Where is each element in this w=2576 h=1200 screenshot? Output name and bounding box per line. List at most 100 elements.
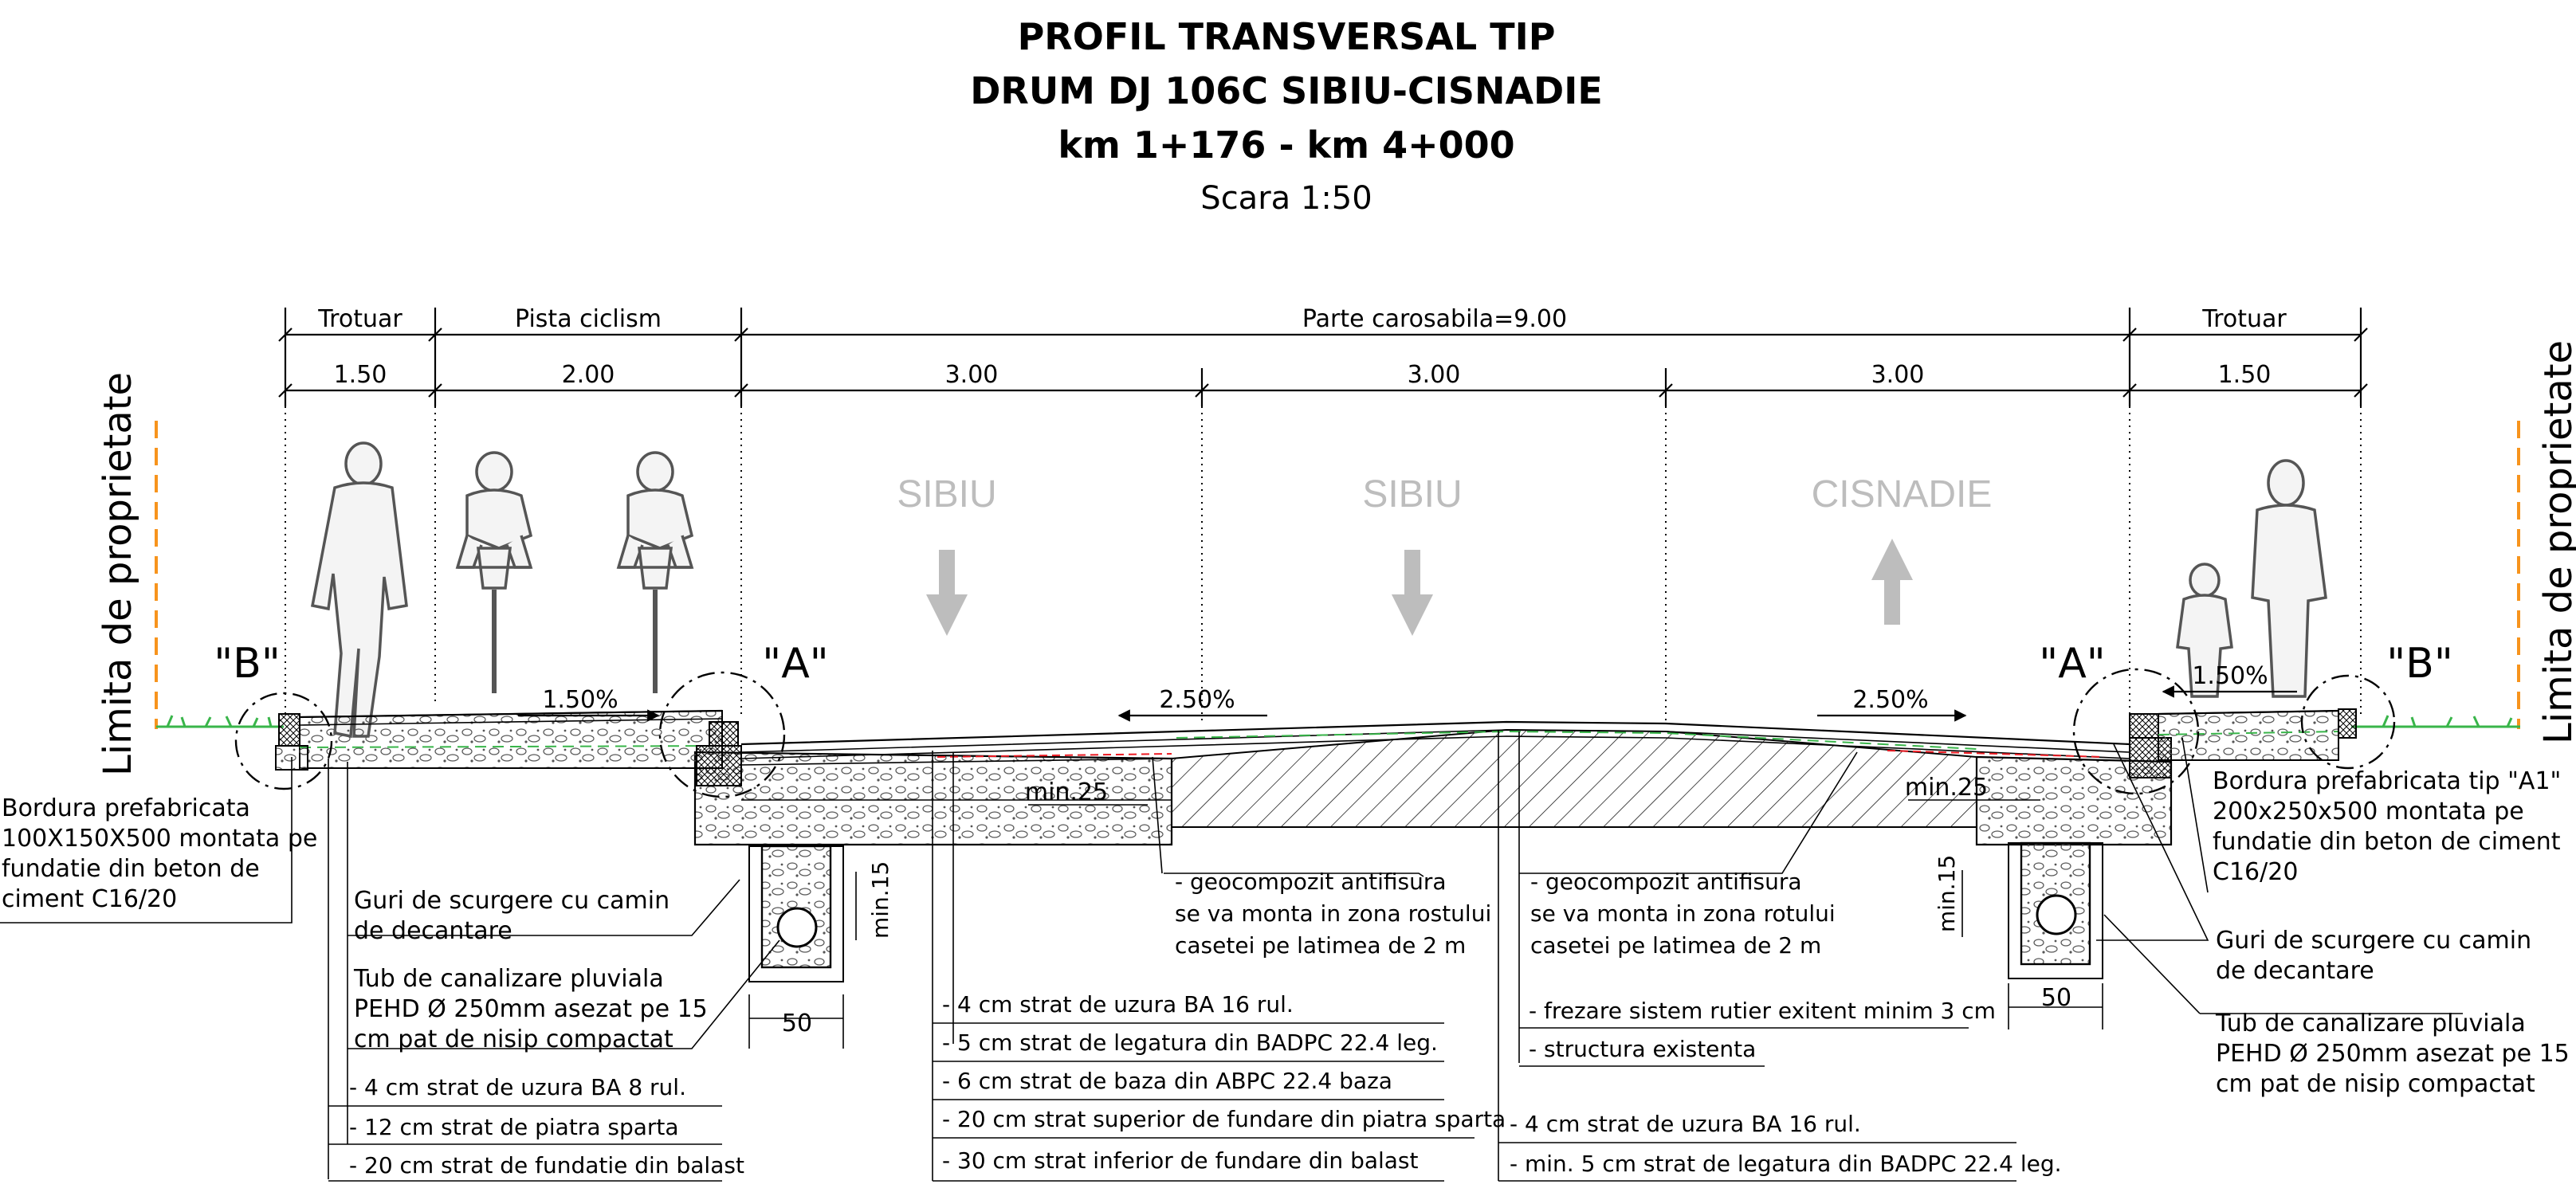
svg-text:- 20 cm strat superior de fund: - 20 cm strat superior de fundare din pi…	[942, 1106, 1506, 1132]
existing-structure-hatch	[1171, 728, 1977, 828]
title-line-1: PROFIL TRANSVERSAL TIP	[1018, 15, 1556, 58]
title-line-2: DRUM DJ 106C SIBIU-CISNADIE	[970, 69, 1603, 112]
curb-right	[2338, 708, 2357, 739]
svg-text:C16/20: C16/20	[2213, 858, 2298, 886]
note-gully-left: Guri de scurgere cu camin de decantare	[354, 887, 670, 945]
detail-a-right: "A"	[2039, 640, 2105, 688]
detail-circles	[234, 668, 2396, 798]
geocomposite-left	[937, 753, 1172, 758]
note-pipe-left: Tub de canalizare pluviala PEHD Ø 250mm …	[353, 965, 708, 1053]
width-lane-2: 3.00	[1408, 361, 1461, 389]
layers-bike: - 4 cm strat de uzura BA 8 rul. - 12 cm …	[328, 1074, 744, 1182]
svg-text:- 4 cm strat de uzura BA 8 rul: - 4 cm strat de uzura BA 8 rul.	[349, 1074, 686, 1100]
svg-text:- structura existenta: - structura existenta	[1529, 1036, 1756, 1062]
zone-label-left-sidewalk: Trotuar	[317, 305, 402, 333]
w50-right: 50	[2041, 984, 2071, 1012]
w50-left: 50	[782, 1010, 812, 1037]
width-right-sidewalk: 1.50	[2218, 361, 2272, 389]
pipe-left	[776, 907, 818, 948]
svg-text:Bordura prefabricata tip "A1": Bordura prefabricata tip "A1"	[2213, 767, 2561, 795]
min25-right: min.25	[1905, 774, 1988, 802]
svg-text:- 4 cm strat de uzura BA 16 ru: - 4 cm strat de uzura BA 16 rul.	[942, 991, 1294, 1018]
leader-lines	[0, 730, 2463, 1181]
svg-text:- 20 cm strat de fundatie din: - 20 cm strat de fundatie din balast	[349, 1152, 744, 1178]
svg-text:- 12 cm strat de piatra sparta: - 12 cm strat de piatra sparta	[349, 1114, 679, 1140]
svg-text:cm pat de nisip compactat: cm pat de nisip compactat	[2216, 1070, 2535, 1098]
slope-bike: 1.50%	[542, 686, 618, 714]
detail-b-left: "B"	[214, 640, 281, 688]
zone-label-bike-lane: Pista ciclism	[515, 305, 662, 333]
detail-b-right: "B"	[2386, 640, 2453, 688]
svg-text:fundatie din beton de ciment: fundatie din beton de ciment	[2213, 828, 2561, 856]
svg-text:Guri de scurgere cu camin: Guri de scurgere cu camin	[2216, 927, 2531, 955]
new-road-foundation-right	[1975, 755, 2173, 846]
lane-arrow-down-icon	[1392, 550, 1433, 636]
svg-text:fundatie din beton de: fundatie din beton de	[2, 855, 260, 883]
lane-label-2: SIBIU	[1362, 473, 1462, 516]
svg-text:de decantare: de decantare	[354, 917, 512, 945]
property-limit-left: Limita de proprietate	[96, 372, 140, 776]
width-left-sidewalk: 1.50	[334, 361, 387, 389]
min25-left: min.25	[1025, 778, 1108, 806]
svg-text:se va monta in zona rostului: se va monta in zona rostului	[1175, 900, 1491, 927]
asphalt-wearing-course	[740, 720, 2130, 746]
svg-text:- frezare sistem rutier exiten: - frezare sistem rutier exitent minim 3 …	[1529, 998, 1996, 1024]
zone-separators	[285, 406, 2362, 721]
lane-arrow-down-icon	[926, 550, 968, 636]
svg-text:casetei pe latimea de 2 m: casetei pe latimea de 2 m	[1175, 932, 1466, 959]
property-limit-right: Limita de proprietate	[2536, 340, 2576, 744]
curb-left	[278, 713, 300, 747]
svg-text:Tub de canalizare pluviala: Tub de canalizare pluviala	[353, 965, 664, 993]
svg-text:- geocompozit antifisura: - geocompozit antifisura	[1530, 869, 1802, 895]
note-pipe-right: Tub de canalizare pluviala PEHD Ø 250mm …	[2215, 1010, 2570, 1098]
width-lane-1: 3.00	[945, 361, 999, 389]
note-geo-right: - geocompozit antifisura se va monta in …	[1530, 869, 1836, 959]
gully-left	[748, 845, 844, 982]
gully-right	[2008, 841, 2103, 979]
svg-text:- geocompozit antifisura: - geocompozit antifisura	[1175, 869, 1447, 895]
svg-text:ciment C16/20: ciment C16/20	[2, 885, 177, 913]
svg-text:PEHD Ø 250mm asezat pe 15: PEHD Ø 250mm asezat pe 15	[354, 995, 708, 1023]
svg-text:Tub de canalizare pluviala: Tub de canalizare pluviala	[2215, 1010, 2526, 1037]
width-bike-lane: 2.00	[562, 361, 615, 389]
geocomposite-right	[1887, 750, 2105, 758]
svg-text:- 6 cm strat de baza din ABPC: - 6 cm strat de baza din ABPC 22.4 baza	[942, 1068, 1392, 1094]
zone-dimension-band	[278, 308, 2368, 406]
note-geo-left: - geocompozit antifisura se va monta in …	[1175, 869, 1491, 959]
note-gully-right: Guri de scurgere cu camin de decantare	[2216, 927, 2531, 985]
title-line-3: km 1+176 - km 4+000	[1058, 124, 1514, 167]
svg-text:- 5 cm strat de legatura din B: - 5 cm strat de legatura din BADPC 22.4 …	[942, 1029, 1438, 1056]
lane-label-3: CISNADIE	[1812, 473, 1993, 516]
note-curb-left: Bordura prefabricata 100X150X500 montata…	[2, 794, 317, 913]
min15-left: min.15	[867, 861, 893, 939]
lane-arrow-up-icon	[1871, 539, 1913, 625]
scale-label: Scara 1:50	[1200, 180, 1372, 217]
svg-text:- 4 cm strat de uzura BA 16 ru: - 4 cm strat de uzura BA 16 rul.	[1510, 1111, 1861, 1137]
lane-label-1: SIBIU	[897, 473, 996, 516]
note-curb-right: Bordura prefabricata tip "A1" 200x250x50…	[2213, 767, 2561, 886]
svg-text:de decantare: de decantare	[2216, 957, 2374, 985]
svg-text:200x250x500 montata pe: 200x250x500 montata pe	[2213, 798, 2524, 825]
svg-text:Guri de scurgere cu camin: Guri de scurgere cu camin	[354, 887, 670, 915]
svg-text:100X150X500 montata pe: 100X150X500 montata pe	[2, 825, 317, 853]
existing-overlay: - 4 cm strat de uzura BA 16 rul. - min. …	[1498, 1111, 2062, 1182]
cyclist-icon	[616, 451, 694, 693]
svg-text:- min. 5 cm strat de legatura: - min. 5 cm strat de legatura din BADPC …	[1510, 1151, 2062, 1177]
layers-new-road: - 4 cm strat de uzura BA 16 rul. - 5 cm …	[933, 991, 1506, 1182]
slope-left-road: 2.50%	[1159, 686, 1235, 714]
cyclist-icon	[455, 451, 533, 693]
svg-text:Bordura prefabricata: Bordura prefabricata	[2, 794, 250, 822]
svg-text:PEHD Ø 250mm asezat pe 15: PEHD Ø 250mm asezat pe 15	[2216, 1040, 2570, 1068]
zone-label-carriageway: Parte carosabila=9.00	[1302, 305, 1567, 333]
right-sidewalk-structure	[2158, 709, 2339, 761]
pipe-right	[2036, 894, 2077, 935]
min15-right: min.15	[1934, 855, 1960, 932]
grass-right	[2351, 715, 2520, 728]
svg-text:se va monta in zona rotului: se va monta in zona rotului	[1530, 900, 1836, 927]
grass-left	[156, 715, 284, 728]
adult-with-child-icon	[2176, 459, 2327, 698]
slope-right-road: 2.50%	[1852, 686, 1928, 714]
new-road-foundation-left	[693, 751, 1173, 846]
svg-text:casetei pe latimea de 2 m: casetei pe latimea de 2 m	[1530, 932, 1821, 959]
